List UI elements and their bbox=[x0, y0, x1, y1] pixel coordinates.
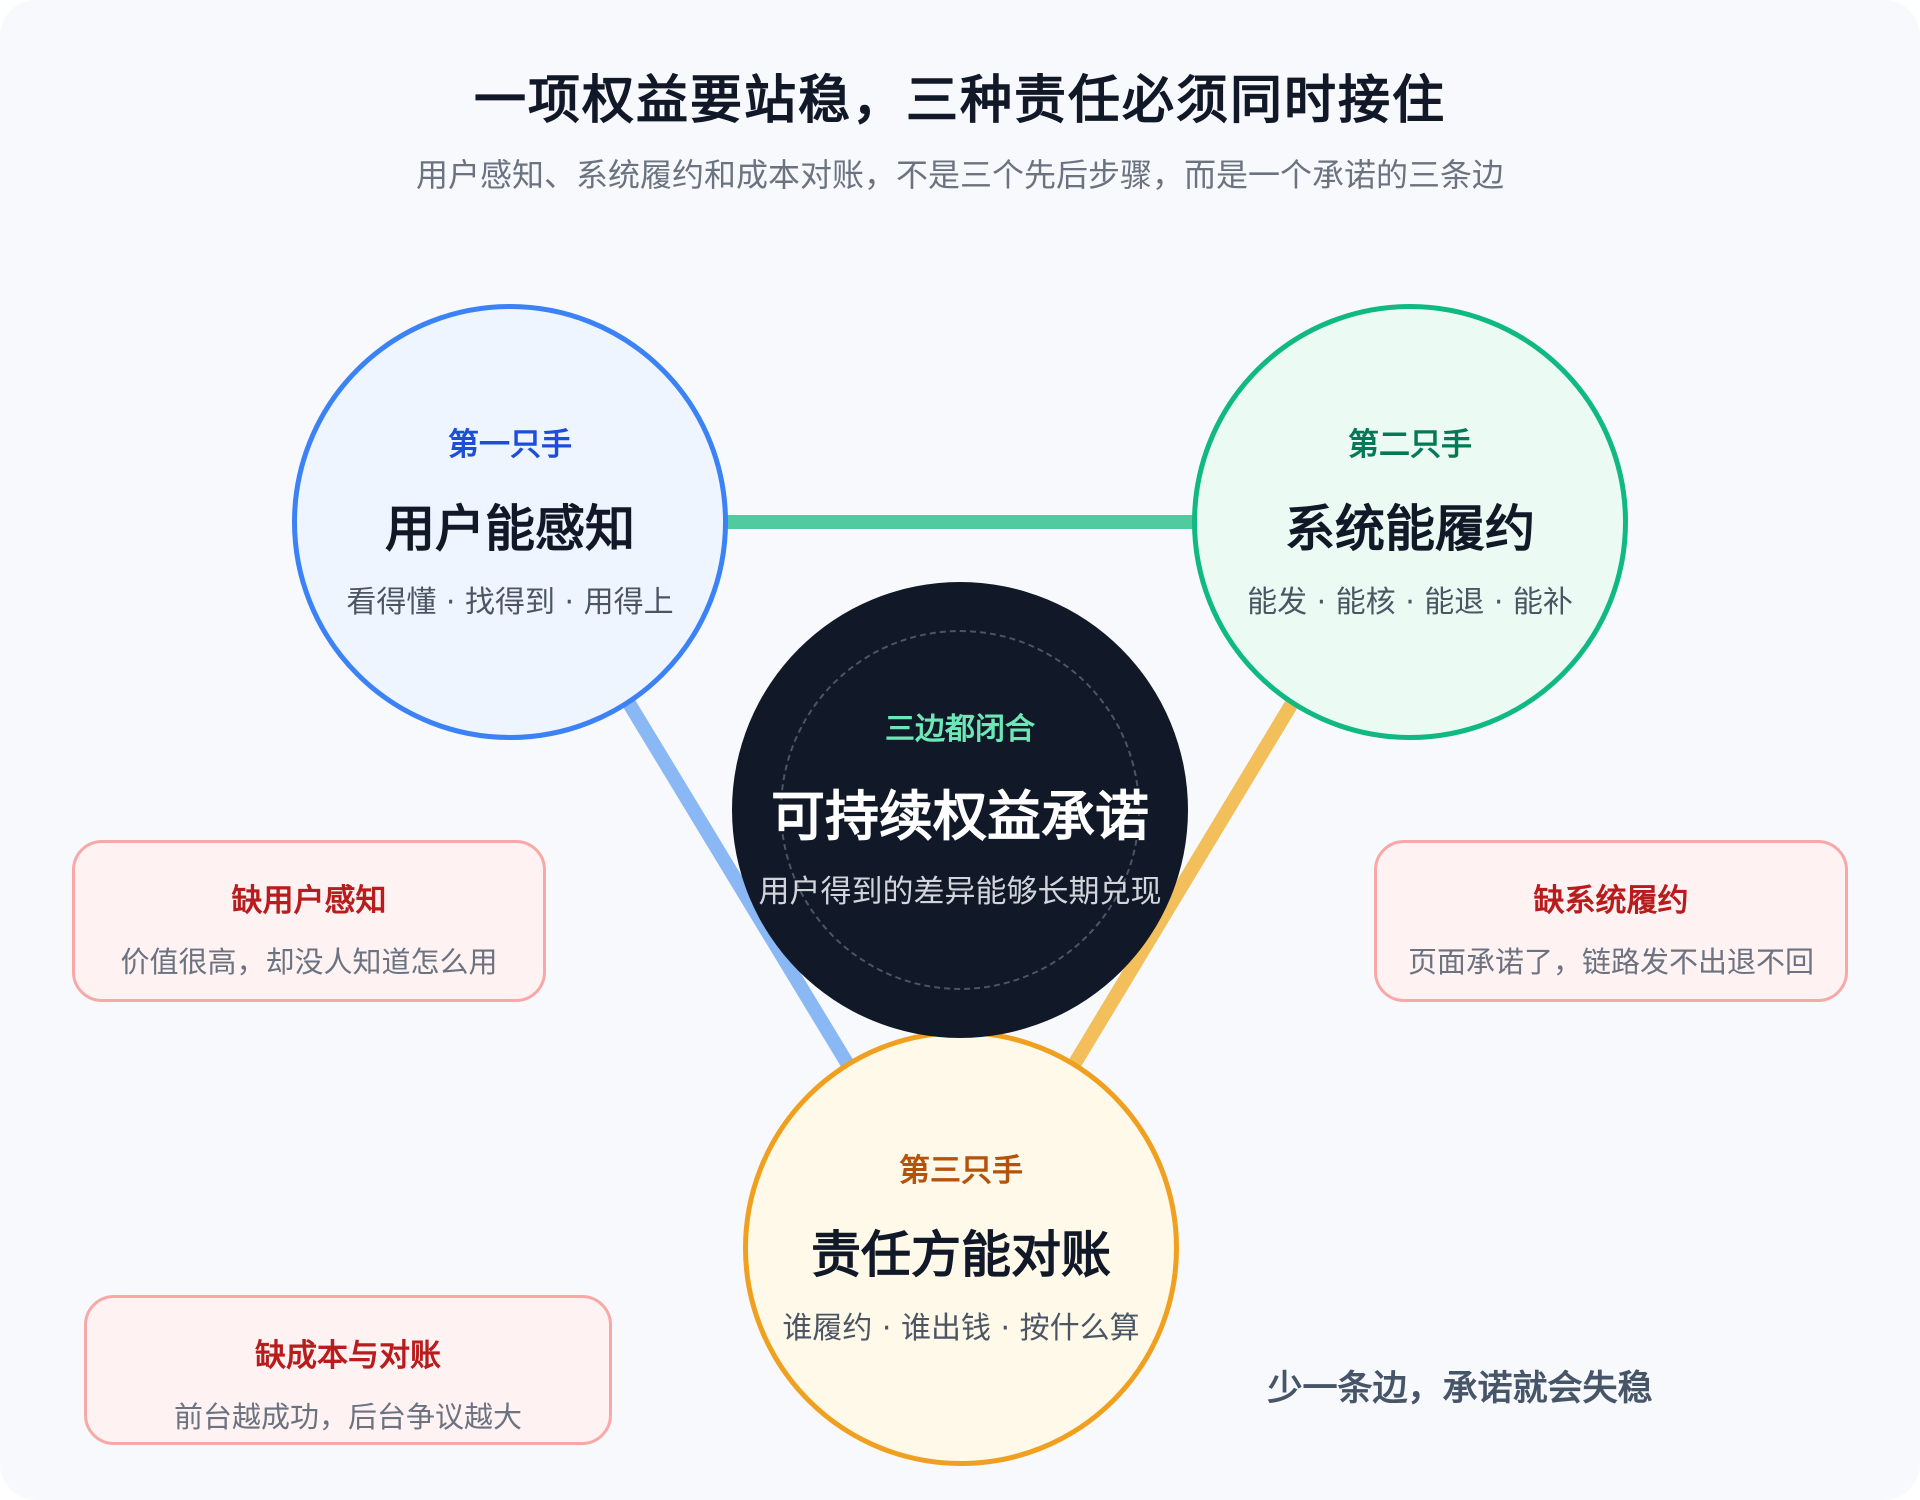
warning-card-system: 缺系统履约 页面承诺了，链路发不出退不回 bbox=[1374, 840, 1848, 1002]
center-commitment: 三边都闭合 可持续权益承诺 用户得到的差异能够长期兑现 bbox=[732, 582, 1188, 1038]
dashed-ring bbox=[780, 630, 1140, 990]
center-tag: 三边都闭合 bbox=[885, 712, 1035, 747]
node-description: 能发 · 能核 · 能退 · 能补 bbox=[1247, 585, 1573, 620]
warning-description: 价值很高，却没人知道怎么用 bbox=[120, 945, 498, 979]
node-name: 系统能履约 bbox=[1285, 500, 1535, 558]
page-title: 一项权益要站稳，三种责任必须同时接住 bbox=[473, 71, 1446, 131]
node-tag: 第三只手 bbox=[899, 1153, 1023, 1189]
center-name: 可持续权益承诺 bbox=[771, 785, 1149, 848]
node-cost-reconciliation: 第三只手 责任方能对账 谁履约 · 谁出钱 · 按什么算 bbox=[743, 1030, 1179, 1466]
center-description: 用户得到的差异能够长期兑现 bbox=[758, 874, 1162, 910]
warning-title: 缺成本与对账 bbox=[255, 1338, 441, 1374]
warning-description: 前台越成功，后台争议越大 bbox=[173, 1400, 522, 1434]
edge-user-cost bbox=[620, 693, 857, 1075]
node-description: 看得懂 · 找得到 · 用得上 bbox=[346, 585, 674, 620]
node-description: 谁履约 · 谁出钱 · 按什么算 bbox=[782, 1311, 1140, 1346]
page-subtitle: 用户感知、系统履约和成本对账，不是三个先后步骤，而是一个承诺的三条边 bbox=[415, 156, 1504, 194]
node-name: 责任方能对账 bbox=[811, 1226, 1111, 1284]
node-tag: 第一只手 bbox=[448, 427, 572, 463]
node-name: 用户能感知 bbox=[385, 500, 635, 558]
edge-system-cost bbox=[1065, 693, 1301, 1075]
node-user-perception: 第一只手 用户能感知 看得懂 · 找得到 · 用得上 bbox=[292, 304, 728, 740]
warning-title: 缺系统履约 bbox=[1533, 883, 1689, 919]
node-system-fulfillment: 第二只手 系统能履约 能发 · 能核 · 能退 · 能补 bbox=[1192, 304, 1628, 740]
warning-title: 缺用户感知 bbox=[231, 883, 387, 919]
warning-description: 页面承诺了，链路发不出退不回 bbox=[1407, 945, 1814, 979]
warning-card-cost: 缺成本与对账 前台越成功，后台争议越大 bbox=[84, 1295, 612, 1445]
node-tag: 第二只手 bbox=[1348, 427, 1472, 463]
footer-note: 少一条边，承诺就会失稳 bbox=[1267, 1369, 1653, 1409]
warning-card-user: 缺用户感知 价值很高，却没人知道怎么用 bbox=[72, 840, 546, 1002]
